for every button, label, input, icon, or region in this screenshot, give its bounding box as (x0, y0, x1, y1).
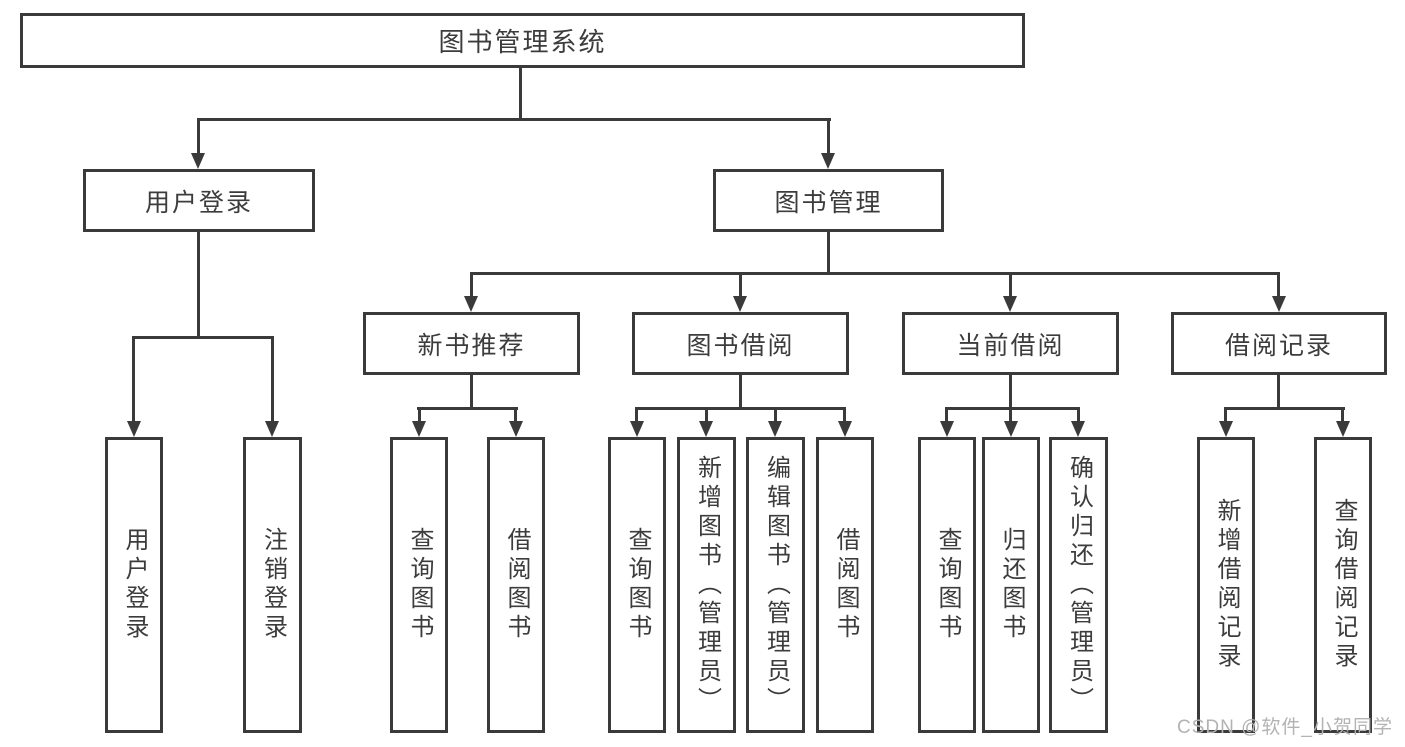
arrow-down-icon (412, 421, 426, 437)
connector-line (197, 232, 200, 339)
arrow-down-icon (630, 421, 644, 437)
node-borrowing-records-label: 借阅记录 (1224, 331, 1333, 360)
connector-line (1277, 375, 1280, 410)
connector-line (1224, 407, 1345, 410)
connector-line (739, 275, 742, 296)
node-query-books-borrowing: 查询图书 (608, 437, 666, 733)
node-root: 图书管理系统 (20, 13, 1025, 68)
connector-line (635, 410, 638, 421)
connector-line (1224, 410, 1227, 421)
connector-line (519, 68, 522, 120)
connector-line (1341, 410, 1344, 421)
node-query-books-current: 查询图书 (918, 437, 976, 733)
node-book-borrowing: 图书借阅 (632, 312, 849, 375)
node-confirm-return-admin: 确认归还（管理员） (1049, 437, 1108, 733)
arrow-down-icon (265, 421, 279, 437)
connector-line (470, 272, 1280, 275)
node-borrow-books-borrowing: 借阅图书 (816, 437, 874, 733)
connector-line (635, 407, 846, 410)
arrow-down-icon (1272, 296, 1286, 312)
node-query-books-current-label: 查询图书 (934, 527, 961, 643)
arrow-down-icon (940, 421, 954, 437)
node-query-books-recommend: 查询图书 (390, 437, 448, 733)
node-logout: 注销登录 (243, 437, 302, 733)
node-user-login-branch-label: 用户登录 (144, 188, 253, 217)
node-user-login-label: 用户登录 (121, 527, 148, 643)
node-user-login-branch: 用户登录 (83, 169, 315, 232)
arrow-down-icon (509, 421, 523, 437)
connector-line (418, 410, 421, 421)
node-new-book-recommend: 新书推荐 (363, 312, 580, 375)
node-query-books-recommend-label: 查询图书 (406, 527, 433, 643)
connector-line (132, 339, 135, 421)
connector-line (417, 407, 518, 410)
node-add-books-admin: 新增图书（管理员） (677, 437, 736, 733)
arrow-down-icon (733, 296, 747, 312)
node-borrow-books-borrowing-label: 借阅图书 (832, 527, 859, 643)
node-confirm-return-admin-label: 确认归还（管理员） (1065, 454, 1093, 716)
node-user-login: 用户登录 (105, 437, 163, 733)
csdn-watermark: CSDN @软件_小贺同学 (1177, 717, 1393, 738)
node-edit-books-admin-label: 编辑图书（管理员） (762, 454, 790, 716)
node-book-management: 图书管理 (713, 169, 944, 232)
arrow-down-icon (1071, 421, 1085, 437)
connector-line (470, 375, 473, 410)
node-add-borrow-record-label: 新增借阅记录 (1213, 498, 1240, 672)
connector-line (1277, 275, 1280, 296)
node-book-borrowing-label: 图书借阅 (686, 331, 795, 360)
node-borrowing-records: 借阅记录 (1171, 312, 1387, 375)
arrow-down-icon (127, 421, 141, 437)
node-return-books-label: 归还图书 (998, 527, 1025, 643)
arrow-down-icon (838, 421, 852, 437)
node-current-borrowing: 当前借阅 (902, 312, 1119, 375)
arrow-down-icon (1336, 421, 1350, 437)
arrow-down-icon (699, 421, 713, 437)
connector-line (739, 375, 742, 410)
connector-line (271, 339, 274, 421)
arrow-down-icon (1219, 421, 1233, 437)
node-query-borrow-record: 查询借阅记录 (1314, 437, 1372, 733)
node-borrow-books-recommend-label: 借阅图书 (503, 527, 530, 643)
connector-line (1009, 375, 1012, 410)
node-edit-books-admin: 编辑图书（管理员） (746, 437, 805, 733)
node-query-borrow-record-label: 查询借阅记录 (1330, 498, 1357, 672)
connector-line (843, 410, 846, 421)
node-add-books-admin-label: 新增图书（管理员） (693, 454, 721, 716)
connector-line (514, 410, 517, 421)
arrow-down-icon (1003, 296, 1017, 312)
arrow-down-icon (1004, 421, 1018, 437)
connector-line (827, 232, 830, 275)
arrow-down-icon (464, 296, 478, 312)
connector-line (945, 407, 1080, 410)
connector-line (197, 121, 200, 153)
connector-line (1009, 410, 1012, 421)
node-logout-label: 注销登录 (259, 527, 287, 643)
node-book-management-label: 图书管理 (774, 188, 883, 217)
connector-line (827, 121, 830, 153)
node-current-borrowing-label: 当前借阅 (956, 331, 1065, 360)
arrow-down-icon (191, 153, 205, 169)
connector-line (197, 118, 831, 121)
connector-line (774, 410, 777, 421)
node-borrow-books-recommend: 借阅图书 (487, 437, 545, 733)
connector-line (1077, 410, 1080, 421)
connector-line (945, 410, 948, 421)
connector-line (1009, 275, 1012, 296)
connector-line (705, 410, 708, 421)
arrow-down-icon (768, 421, 782, 437)
node-add-borrow-record: 新增借阅记录 (1197, 437, 1255, 733)
node-root-label: 图书管理系统 (438, 27, 607, 57)
node-return-books: 归还图书 (982, 437, 1040, 733)
node-query-books-borrowing-label: 查询图书 (624, 527, 651, 643)
node-new-book-recommend-label: 新书推荐 (417, 331, 526, 360)
connector-line (132, 336, 274, 339)
connector-line (470, 275, 473, 296)
arrow-down-icon (821, 153, 835, 169)
